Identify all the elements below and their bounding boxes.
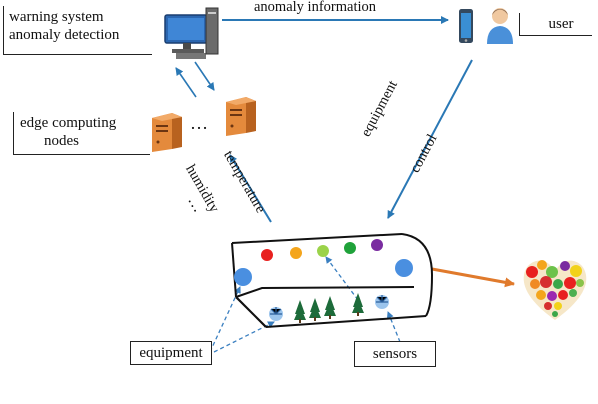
smartphone-icon: [459, 9, 473, 43]
sprinkler-icon-left: [269, 307, 283, 321]
led-red: [261, 249, 273, 261]
edge-computing-box: edge computing nodes: [13, 112, 150, 155]
equipment-label: equipment: [139, 345, 203, 361]
nodes-label: nodes: [44, 133, 79, 149]
produce-output-arrow: [431, 267, 515, 288]
edge-computing-label: edge computing: [20, 115, 117, 131]
server-tower-icon-left: [152, 113, 182, 152]
equipment-box: equipment: [130, 341, 212, 365]
tree-icons: [294, 293, 364, 323]
led-purple: [371, 239, 383, 251]
fruit-vegetable-icon: [523, 260, 587, 320]
sensors-box: sensors: [354, 341, 436, 367]
server-tower-icon-right: [226, 97, 256, 136]
warning-to-edge-arrow: [194, 61, 215, 91]
user-avatar-icon: [487, 8, 513, 44]
anomaly-information-label: anomaly information: [254, 0, 377, 15]
desktop-computer-icon: [164, 7, 219, 59]
annotation-leaders: [209, 256, 401, 353]
warning-system-box: warning system anomaly detection: [3, 6, 152, 55]
user-label: user: [548, 16, 574, 32]
user-box: user: [519, 13, 592, 36]
greenhouse-icon: [231, 233, 434, 328]
led-orange: [290, 247, 302, 259]
led-green: [344, 242, 356, 254]
node-ellipsis: …: [190, 113, 210, 133]
edge-to-warning-arrow: [175, 67, 197, 98]
sensors-label: sensors: [372, 346, 418, 362]
warning-system-label: warning system: [9, 9, 104, 25]
anomaly-detection-label: anomaly detection: [9, 27, 120, 43]
led-lightgreen: [317, 245, 329, 257]
equipment-control-arrow: [387, 59, 473, 219]
sensor-disc-left: [234, 268, 252, 286]
sprinkler-icon-right: [375, 295, 389, 309]
sensor-disc-right: [395, 259, 413, 277]
sensor-data-arrow: [229, 154, 272, 223]
